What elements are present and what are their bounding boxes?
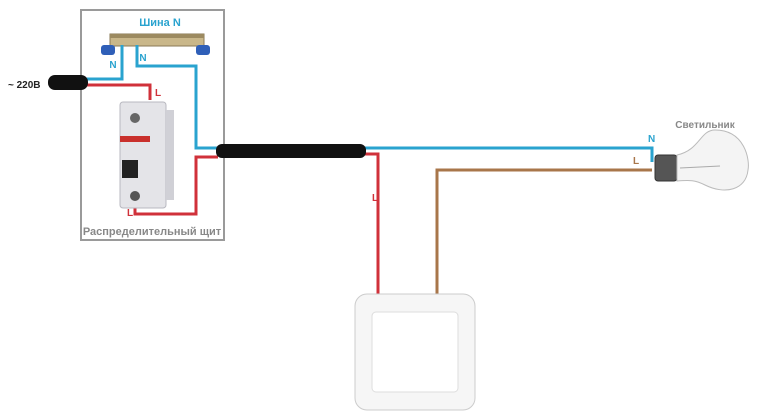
neutral-bus-bar — [101, 33, 210, 55]
line-wire-breaker-out — [133, 155, 218, 216]
line-label: L — [155, 88, 161, 99]
neutral-wire-input — [86, 45, 124, 81]
neutral-label: N — [109, 60, 116, 71]
line-label: L — [372, 193, 378, 204]
panel-label: Распределительный щит — [83, 226, 222, 238]
lamp-cable — [216, 144, 366, 158]
neutral-wire-lamp — [135, 45, 654, 162]
neutral-label: N — [139, 53, 146, 64]
lamp-label: Светильник — [675, 120, 735, 131]
neutral-label: N — [648, 134, 655, 145]
supply-cable — [48, 75, 88, 90]
line-wire-input — [86, 83, 152, 100]
light-bulb-icon — [654, 129, 749, 191]
circuit-breaker — [119, 101, 174, 209]
line-label: L — [127, 208, 133, 219]
switched-wire-to-lamp — [435, 168, 652, 345]
supply-label: ~ 220В — [8, 80, 41, 91]
light-switch — [354, 293, 476, 411]
line-label: L — [633, 156, 639, 167]
bus-label: Шина N — [139, 17, 181, 29]
